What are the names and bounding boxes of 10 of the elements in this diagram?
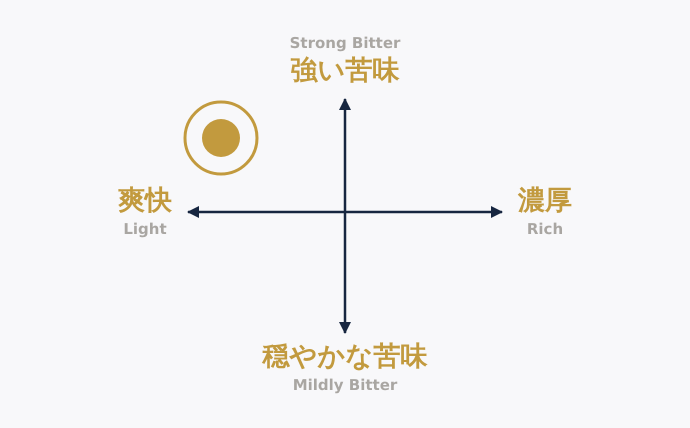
axis-label: 濃厚 [518, 184, 572, 218]
axis-caption: Rich [526, 219, 564, 239]
axis-caption: Strong Bitter [290, 33, 400, 53]
axis-label: 爽快 [118, 184, 172, 218]
axis-label: 強い苦味 [290, 54, 400, 88]
double-arrow [187, 206, 503, 218]
axis-caption: Light [123, 219, 167, 239]
double-arrow [339, 98, 351, 334]
axis-caption: Mildly Bitter [292, 375, 398, 395]
axis-label: 穏やかな苦味 [262, 340, 428, 374]
